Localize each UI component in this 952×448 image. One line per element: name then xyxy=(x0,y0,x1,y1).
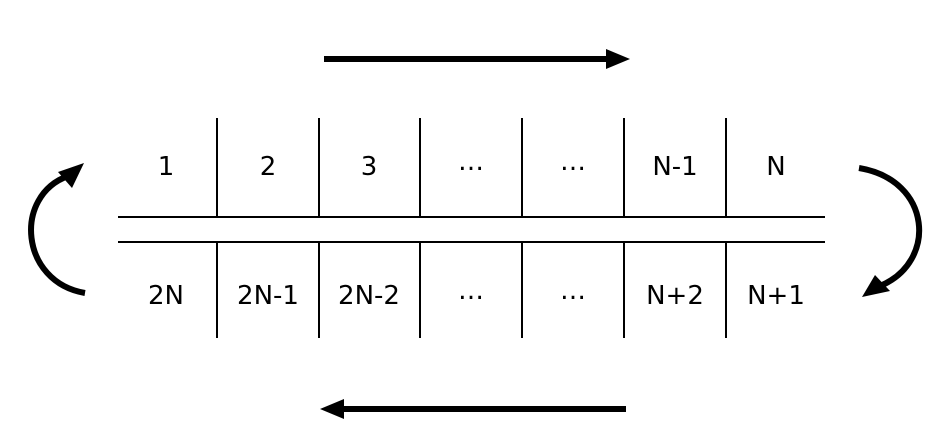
cell-1: 1 xyxy=(158,152,175,182)
curved-down-arrow-icon xyxy=(862,275,890,297)
cell-ellipsis: … xyxy=(560,147,586,177)
cell-2: 2 xyxy=(260,152,277,182)
cell-n-plus-2: N+2 xyxy=(646,281,704,311)
right-arrow-icon xyxy=(606,49,630,69)
left-wrap-arrow xyxy=(28,163,86,296)
right-wrap-arrow xyxy=(858,165,923,297)
cell-n-plus-1: N+1 xyxy=(747,281,805,311)
cell-n: N xyxy=(766,152,785,182)
curved-up-arrow-icon xyxy=(58,163,84,188)
cell-3: 3 xyxy=(361,152,378,182)
cell-ellipsis: … xyxy=(458,147,484,177)
cell-2n-minus-2: 2N-2 xyxy=(338,281,400,311)
cell-2n: 2N xyxy=(148,281,184,311)
left-arrow-icon xyxy=(320,399,344,419)
top-direction-arrow xyxy=(324,49,630,69)
cell-2n-minus-1: 2N-1 xyxy=(237,281,299,311)
top-row-separators xyxy=(216,118,727,217)
top-row: 1 2 3 … … N-1 N xyxy=(158,147,786,182)
bottom-direction-arrow xyxy=(320,399,626,419)
cell-ellipsis: … xyxy=(458,276,484,306)
cell-ellipsis: … xyxy=(560,276,586,306)
bottom-row-separators xyxy=(216,242,727,338)
bottom-row: 2N 2N-1 2N-2 … … N+2 N+1 xyxy=(148,276,805,311)
cell-n-minus-1: N-1 xyxy=(652,152,697,182)
